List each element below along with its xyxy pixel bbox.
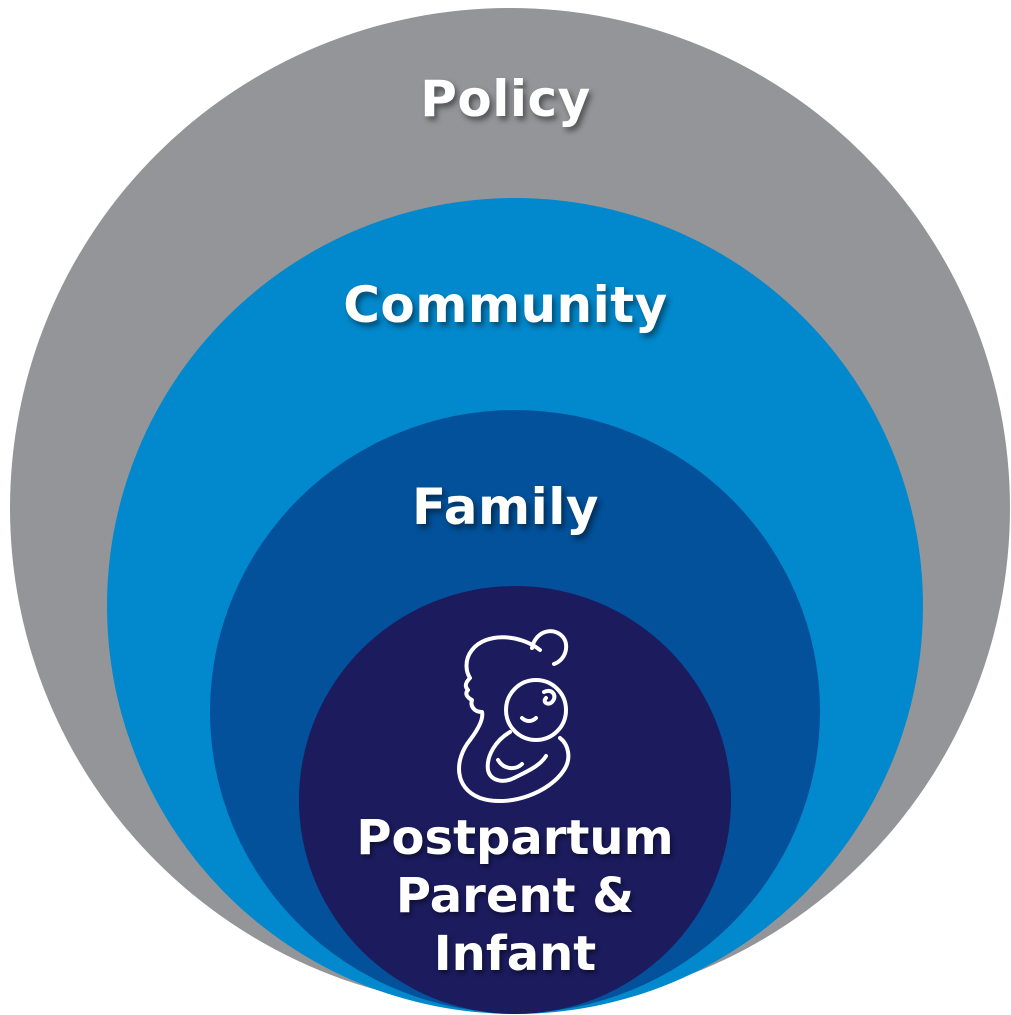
center-label-line-2: Parent & bbox=[395, 868, 635, 924]
family-label: Family bbox=[412, 478, 599, 536]
policy-label: Policy bbox=[420, 70, 591, 128]
center-label-line-3: Infant bbox=[433, 926, 597, 982]
community-label: Community bbox=[343, 276, 668, 334]
center-label-line-1: Postpartum bbox=[356, 810, 674, 866]
mother-holding-baby-icon bbox=[457, 629, 571, 803]
